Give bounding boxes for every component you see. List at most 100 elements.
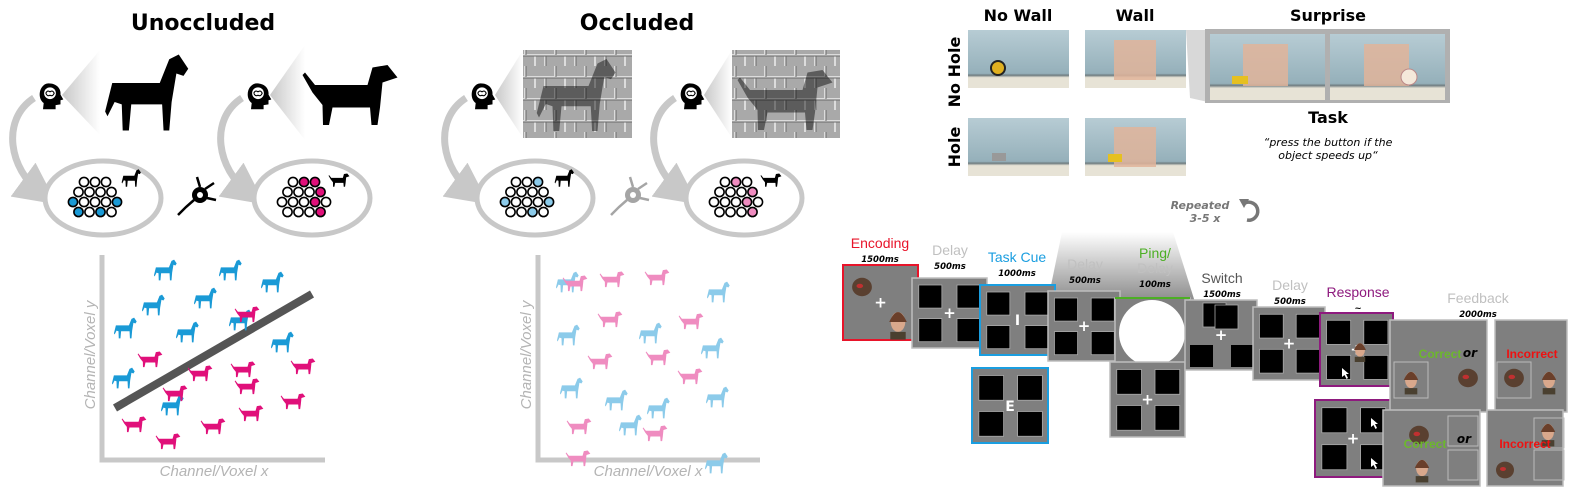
network-node	[538, 186, 549, 198]
hair	[1354, 343, 1366, 350]
network-node	[719, 176, 731, 188]
monkey-mouth	[1462, 374, 1470, 380]
network-node	[309, 196, 321, 208]
placeholder-square	[1231, 345, 1254, 367]
task-cue-letter: I	[1015, 313, 1020, 329]
horse-point	[153, 259, 177, 281]
screen-background	[1389, 319, 1488, 413]
placeholder-square	[1154, 369, 1181, 395]
network-node	[736, 186, 747, 198]
network-node	[543, 196, 555, 208]
encoding-screen: +	[842, 264, 919, 341]
horse-point	[218, 259, 242, 281]
placeholder-square	[1154, 405, 1181, 431]
placeholder-square	[986, 325, 1011, 350]
network-node	[89, 196, 101, 208]
phase-name: Delay	[1067, 256, 1103, 272]
y-axis-label: Channel/Voxel y	[82, 299, 99, 409]
network-node	[521, 176, 533, 188]
hair	[1403, 371, 1419, 380]
placeholder-square	[1326, 354, 1352, 380]
network-node	[521, 196, 533, 208]
placeholder-square	[1363, 319, 1389, 345]
decision-boundary	[112, 290, 315, 412]
dog-point	[642, 425, 668, 442]
phase-name: Delay	[1272, 277, 1308, 293]
column-header-surprise: Surprise	[1290, 6, 1366, 25]
axes	[99, 255, 325, 463]
wall	[1114, 40, 1156, 80]
task-cue-screen	[979, 284, 1056, 356]
phase-name: Switch	[1201, 270, 1242, 286]
scene-hole-no-wall	[968, 118, 1069, 176]
network-node	[111, 196, 123, 208]
row-header-no-hole: No Hole	[945, 37, 964, 108]
scene-no-hole-no-wall	[968, 30, 1069, 88]
network-node	[282, 186, 293, 198]
horse-point	[111, 367, 135, 389]
selection-box	[1533, 417, 1565, 449]
occluded-title: Occluded	[580, 11, 694, 36]
phase-duration: 500ms	[1069, 276, 1101, 286]
horse-point	[556, 324, 580, 346]
network-node	[293, 186, 304, 198]
placeholder-square	[1054, 297, 1078, 322]
network-node	[532, 196, 544, 208]
occluded-panel: Occluded Channel/Voxel x Channel/Voxel y	[441, 11, 840, 480]
cursor-icon	[1371, 458, 1378, 469]
hair	[1541, 371, 1557, 380]
task-cue-screen-alt	[971, 367, 1049, 444]
dog-point	[238, 405, 264, 422]
network-node	[95, 186, 106, 198]
screen-background	[1382, 409, 1481, 487]
network-node	[100, 176, 112, 188]
selection-box	[1393, 361, 1429, 399]
phase-duration: 1500ms	[1203, 290, 1241, 300]
horse-point	[160, 394, 184, 416]
observer-head-icon	[471, 82, 496, 110]
shoulders	[1415, 476, 1429, 483]
cursor-icon	[1371, 418, 1378, 429]
network-node	[309, 176, 321, 188]
horse-point	[706, 281, 730, 303]
observer-head-icon	[39, 82, 64, 110]
x-axis-label: Channel/Voxel x	[160, 463, 269, 480]
phase-label-delay: Delay 500ms	[1067, 256, 1103, 286]
feedback-screen	[1494, 319, 1568, 413]
placeholder-square	[956, 284, 981, 309]
phase-name: Delay	[932, 242, 968, 258]
unoccluded-panel: Unoccluded Channel/Voxel x Channel/Voxel…	[9, 11, 398, 480]
network-node	[106, 206, 117, 218]
network-node	[510, 176, 522, 188]
fixation-cross: +	[1283, 335, 1296, 353]
row-header-hole: Hole	[945, 126, 964, 167]
cursor-icon	[1342, 368, 1349, 379]
network-node	[714, 206, 725, 218]
network-node	[298, 176, 310, 188]
phase-duration: 100ms	[1139, 280, 1171, 290]
view-cone	[270, 45, 305, 140]
neural-network-icon	[708, 176, 764, 218]
view-cone	[704, 50, 732, 138]
dog-point	[121, 416, 147, 433]
shoulders	[890, 331, 906, 340]
dog-point	[200, 418, 226, 435]
network-node	[741, 176, 753, 188]
selection-box	[1447, 415, 1479, 447]
phase-duration: 500ms	[934, 262, 966, 272]
placeholder-square	[1295, 348, 1321, 374]
dog-point	[587, 353, 613, 370]
placeholder-square	[1116, 405, 1142, 431]
placeholder-square	[986, 291, 1011, 316]
column-header-wall: Wall	[1116, 6, 1155, 25]
network-node	[736, 206, 747, 218]
horse-point	[559, 377, 583, 399]
response-screen: +	[1319, 312, 1394, 387]
neural-network-icon	[276, 176, 332, 218]
phase-duration: 1000ms	[998, 269, 1036, 279]
phase-duration: 2000ms	[1459, 310, 1497, 320]
selection-box	[1496, 361, 1532, 399]
placeholder-square	[1295, 313, 1321, 339]
placeholder-square	[1321, 444, 1348, 471]
